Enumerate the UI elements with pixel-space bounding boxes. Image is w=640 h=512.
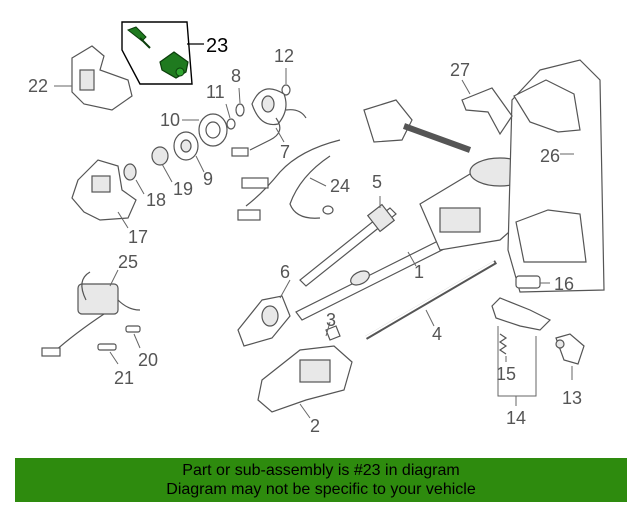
callout-16[interactable]: 16 <box>554 274 574 294</box>
callout-14[interactable]: 14 <box>506 408 526 428</box>
callout-24[interactable]: 24 <box>330 176 350 196</box>
part-6[interactable] <box>237 295 291 347</box>
callout-25[interactable]: 25 <box>118 252 138 272</box>
callout-18[interactable]: 18 <box>146 190 166 210</box>
callout-22[interactable]: 22 <box>28 76 48 96</box>
banner-line-1: Part or sub-assembly is #23 in diagram <box>182 462 460 479</box>
part-11[interactable] <box>226 118 236 130</box>
part-9[interactable] <box>173 131 199 161</box>
callout-6[interactable]: 6 <box>280 262 290 282</box>
callout-9[interactable]: 9 <box>203 169 213 189</box>
callout-19[interactable]: 19 <box>173 179 193 199</box>
part-16[interactable] <box>515 275 541 289</box>
callout-13[interactable]: 13 <box>562 388 582 408</box>
part-14[interactable] <box>491 297 552 331</box>
part-24[interactable] <box>237 139 341 221</box>
callout-11[interactable]: 11 <box>206 82 225 102</box>
part-2[interactable] <box>257 345 353 413</box>
part-5[interactable] <box>299 203 397 287</box>
part-23-highlight[interactable] <box>121 21 204 85</box>
part-10[interactable] <box>198 113 228 147</box>
part-27[interactable] <box>461 87 513 136</box>
part-22[interactable] <box>71 45 133 111</box>
part-25[interactable] <box>41 271 141 357</box>
part-7[interactable] <box>231 88 307 157</box>
part-26[interactable] <box>507 59 605 293</box>
steering-column-diagram: 23 22 19 9 10 11 8 12 7 <box>28 21 605 436</box>
callout-21[interactable]: 21 <box>114 368 134 388</box>
part-19[interactable] <box>151 146 169 166</box>
part-12[interactable] <box>281 84 291 96</box>
part-17[interactable] <box>71 159 137 221</box>
callout-20[interactable]: 20 <box>138 350 158 370</box>
banner-line-2: Diagram may not be specific to your vehi… <box>166 481 476 498</box>
callout-2[interactable]: 2 <box>310 416 320 436</box>
callout-23[interactable]: 23 <box>206 35 228 57</box>
part-13[interactable] <box>555 333 585 365</box>
callout-1[interactable]: 1 <box>414 262 424 282</box>
callout-4[interactable]: 4 <box>432 324 442 344</box>
part-18[interactable] <box>123 163 137 181</box>
part-4[interactable] <box>363 260 498 340</box>
part-21[interactable] <box>97 343 117 351</box>
callout-5[interactable]: 5 <box>372 172 382 192</box>
part-3[interactable] <box>325 325 341 341</box>
callout-3[interactable]: 3 <box>326 310 336 330</box>
callout-10[interactable]: 10 <box>160 110 180 130</box>
callout-26[interactable]: 26 <box>540 146 560 166</box>
callout-15[interactable]: 15 <box>496 364 516 384</box>
part-20[interactable] <box>125 325 141 333</box>
part-15[interactable] <box>498 333 508 355</box>
fitment-banner: Part or sub-assembly is #23 in diagram D… <box>15 458 627 502</box>
callout-27[interactable]: 27 <box>450 60 470 80</box>
callout-7[interactable]: 7 <box>280 142 290 162</box>
callout-12[interactable]: 12 <box>274 46 294 66</box>
callout-8[interactable]: 8 <box>231 66 241 86</box>
upper-shaft-assembly <box>363 99 472 153</box>
callout-17[interactable]: 17 <box>128 227 148 247</box>
part-8[interactable] <box>235 103 245 117</box>
